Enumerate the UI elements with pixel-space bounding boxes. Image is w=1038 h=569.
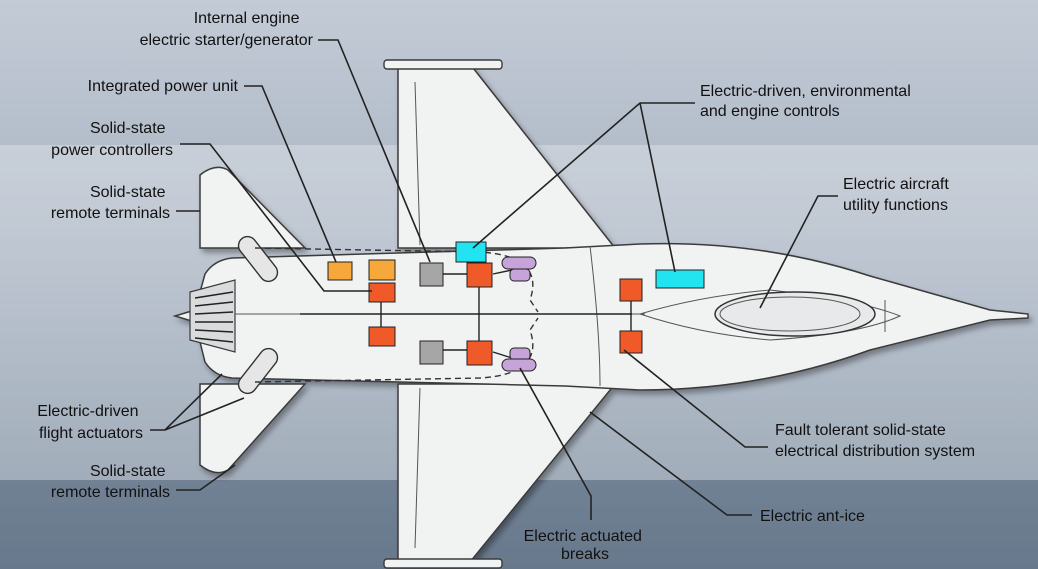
engine-nozzle	[189, 279, 236, 353]
label-power-controllers: Solid-state power controllers	[51, 120, 173, 159]
canopy	[714, 291, 876, 337]
leader-lines	[150, 39, 838, 520]
power-controller-box	[619, 330, 643, 354]
brake-actuator-box	[501, 256, 537, 270]
power-unit-box	[368, 259, 396, 281]
label-electric-brakes: Electric actuated breaks	[524, 528, 647, 563]
environmental-control-box	[455, 241, 487, 263]
label-distribution-system: Fault tolerant solid-state electrical di…	[775, 422, 975, 460]
flight-actuator-pods	[237, 235, 279, 395]
label-remote-terminals-top: Solid-state remote terminals	[51, 184, 170, 222]
label-integrated-power-unit: Integrated power unit	[88, 78, 239, 95]
label-utility-functions: Electric aircraft utility functions	[843, 176, 953, 214]
brake-actuator-box	[501, 358, 537, 372]
brake-actuator-box	[509, 268, 531, 282]
label-flight-actuators: Electric-driven flight actuators	[37, 403, 143, 442]
power-controller-box	[368, 326, 396, 347]
wing-tip-rails	[383, 59, 503, 569]
power-controller-box	[466, 340, 493, 366]
label-remote-terminals-bottom: Solid-state remote terminals	[51, 463, 170, 501]
power-controller-box	[368, 282, 396, 303]
diagram-labels: Internal engine electric starter/generat…	[37, 10, 975, 563]
starter-generator-box	[419, 262, 444, 287]
power-controller-box	[619, 278, 643, 302]
label-environmental-controls: Electric-driven, environmental and engin…	[700, 83, 915, 120]
starter-generator-box	[419, 340, 444, 365]
label-starter-generator: Internal engine electric starter/generat…	[140, 10, 314, 49]
environmental-control-box	[655, 269, 705, 289]
integrated-power-unit-box	[327, 261, 353, 281]
label-anti-ice: Electric ant-ice	[760, 508, 865, 525]
power-controller-box	[466, 262, 493, 288]
brake-actuator-box	[509, 347, 531, 361]
components	[327, 241, 705, 372]
